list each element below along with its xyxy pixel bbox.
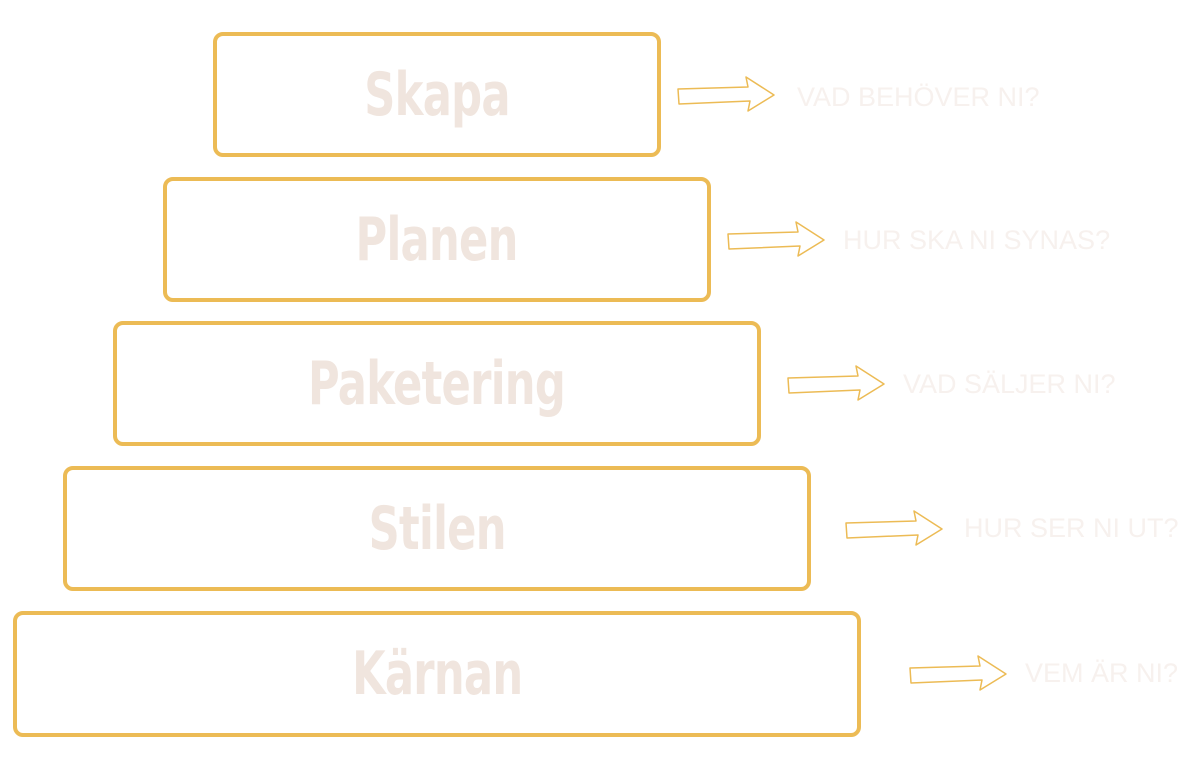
tier-label-stilen: Stilen	[368, 493, 506, 564]
hand-drawn-arrow-right-icon	[726, 220, 826, 260]
tier-question-skapa: VAD BEHÖVER NI?	[797, 82, 1040, 112]
tier-label-paketering: Paketering	[308, 348, 566, 419]
hand-drawn-arrow-right-icon	[786, 364, 886, 404]
tier-question-paketering: VAD SÄLJER NI?	[903, 369, 1116, 399]
tier-question-stilen: HUR SER NI UT?	[964, 513, 1179, 543]
tier-question-planen: HUR SKA NI SYNAS?	[843, 225, 1111, 255]
hand-drawn-arrow-right-icon	[908, 654, 1008, 694]
tier-box-karnan: Kärnan	[13, 611, 861, 737]
tier-label-karnan: Kärnan	[351, 639, 523, 709]
hand-drawn-arrow-right-icon	[844, 509, 944, 549]
tier-box-stilen: Stilen	[63, 466, 811, 591]
tier-box-skapa: Skapa	[213, 32, 661, 157]
tier-box-paketering: Paketering	[113, 321, 761, 446]
tier-box-planen: Planen	[163, 177, 711, 302]
tier-label-planen: Planen	[355, 204, 519, 275]
tier-question-karnan: VEM ÄR NI?	[1025, 658, 1179, 688]
hand-drawn-arrow-right-icon	[676, 75, 776, 115]
tier-label-skapa: Skapa	[364, 59, 510, 130]
